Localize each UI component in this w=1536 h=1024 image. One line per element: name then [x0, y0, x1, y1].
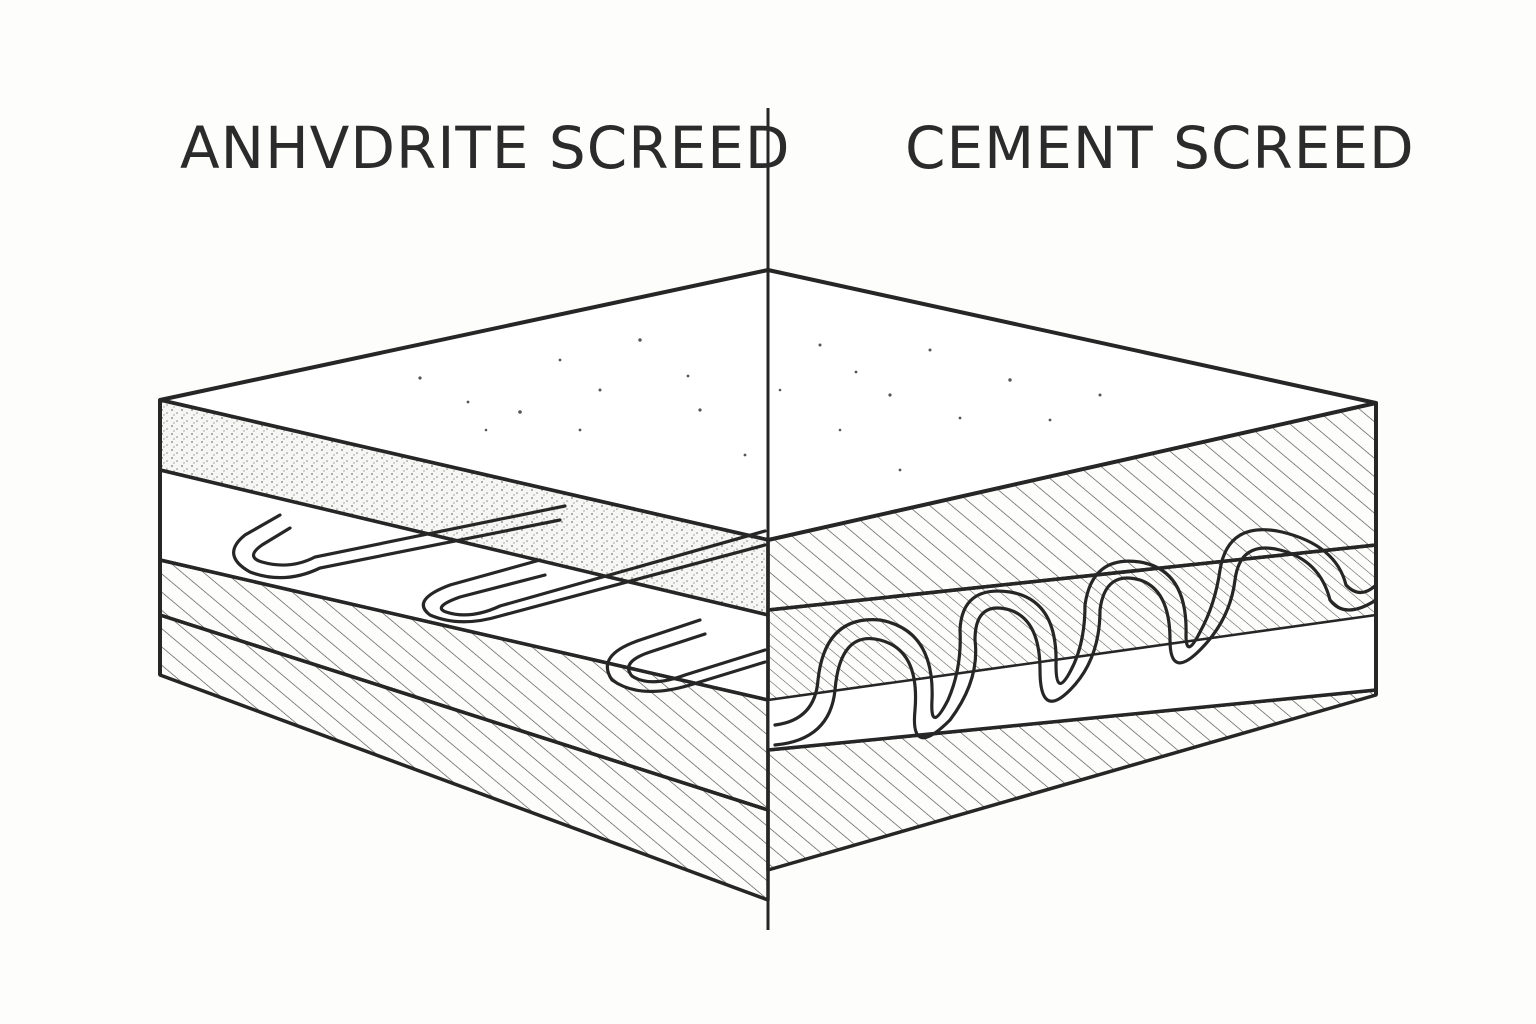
anhydrite-screed-label: ANHVDRITE SCREED [180, 114, 791, 182]
surface-specks [418, 338, 1102, 472]
cement-screed-label: CEMENT SCREED [905, 114, 1415, 182]
left-heating-pipe [232, 504, 767, 693]
right-heating-pipe [773, 528, 1378, 747]
